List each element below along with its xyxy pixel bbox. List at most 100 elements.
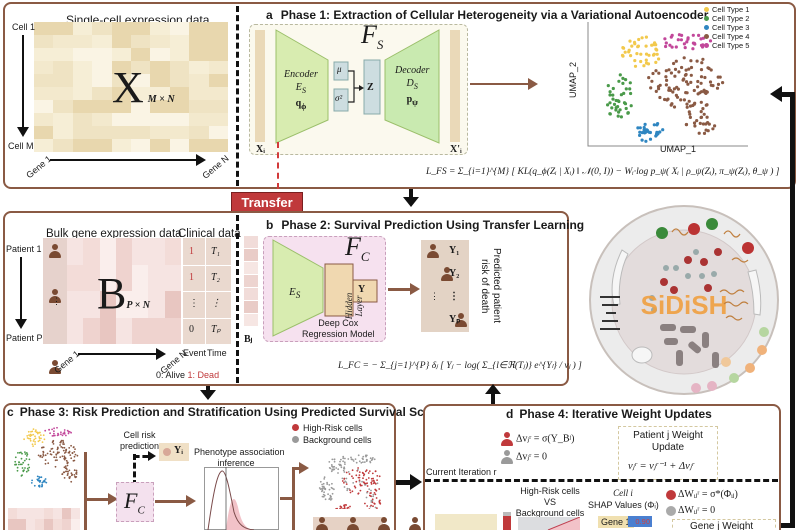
sc-cell [72, 74, 93, 87]
patient-icon [454, 313, 468, 327]
risk-umap-point [357, 454, 360, 457]
mini-umap-point [63, 471, 66, 474]
bulk-cell [67, 238, 84, 265]
umap-point [648, 137, 653, 141]
sc-cell [92, 100, 112, 113]
background-patient-icon [500, 450, 514, 464]
mini-umap-point [74, 448, 76, 450]
umap-point [617, 79, 621, 83]
deepcox-to-output-arrow [388, 288, 412, 291]
umap-legend-item: Cell Type 4 [704, 32, 749, 41]
risk-umap-point [333, 458, 336, 461]
mini-umap-point [25, 452, 28, 454]
sc-cell [189, 87, 209, 100]
risk-umap-point [357, 492, 360, 495]
umap-point [627, 50, 631, 54]
umap-point [664, 44, 668, 49]
mini-umap-point [22, 470, 25, 473]
umap-point [642, 125, 646, 130]
mini-umap-point [24, 453, 27, 455]
mini-umap-point [41, 446, 44, 449]
umap-point [624, 78, 628, 82]
risk-umap-point [340, 464, 342, 467]
yi-box: Yᵢ [159, 443, 189, 461]
risk-umap-point [365, 469, 368, 472]
mini-umap-point [52, 451, 55, 453]
umap-point [657, 57, 661, 61]
bulk-matrix-symbol: BP × N [97, 269, 151, 318]
umap-point [680, 65, 684, 70]
mini-umap-point [74, 475, 76, 478]
umap-point [616, 105, 620, 109]
mini-umap-point [71, 452, 74, 455]
risk-umap-point [354, 458, 357, 460]
umap-point [684, 91, 688, 95]
fc-symbol: FC [345, 232, 370, 265]
patient-icons: ⋮ [43, 238, 67, 374]
mini-umap-point [66, 461, 69, 464]
sc-cell [189, 126, 209, 139]
umap-point [684, 80, 689, 84]
sc-cell [150, 35, 170, 48]
time-value: T₁ [211, 246, 221, 257]
umap-point [699, 115, 703, 120]
mini-umap-point [63, 457, 66, 460]
risk-umap-point [343, 467, 345, 470]
sc-cell [169, 74, 190, 87]
predicted-risk-value: ⋮ [449, 291, 459, 302]
umap-point [673, 67, 678, 71]
umap-point [679, 38, 683, 42]
risk-umap-point [346, 489, 349, 492]
bulk-row-start: Patient 1 [6, 244, 42, 254]
bulk-cell [164, 238, 181, 265]
mini-umap-point [62, 449, 65, 452]
umap-point [699, 75, 704, 79]
umap-point [652, 52, 656, 56]
mini-umap-point [69, 454, 72, 456]
mini-bulk-cell [26, 508, 35, 519]
risk-umap-point [367, 477, 370, 479]
mini-umap-point [24, 467, 26, 469]
clinical-row-divider [183, 317, 231, 319]
umap-point [699, 68, 704, 72]
sc-cell [189, 35, 209, 48]
high-risk-dot-icon [292, 424, 299, 431]
risk-umap-point [366, 505, 369, 507]
sc-col-arrow [50, 159, 198, 161]
mini-umap-point [43, 479, 46, 482]
mini-umap-point [24, 451, 26, 453]
risk-umap-point [321, 489, 324, 492]
mini-umap-point [68, 469, 71, 472]
umap-point [633, 42, 637, 46]
sc-cell [189, 113, 209, 126]
mini-umap-point [58, 451, 60, 454]
umap-point [669, 71, 673, 75]
sc-cell [150, 139, 170, 152]
sc-row-end: Cell M [8, 141, 34, 151]
umap-point [711, 127, 715, 131]
mini-umap-point [49, 450, 52, 453]
sc-cell [111, 35, 131, 48]
umap-point [711, 84, 715, 88]
umap-point [716, 82, 721, 86]
mini-umap-point [47, 462, 50, 465]
dw-high-row: ΔWᵢⱼʳ = σ*(Φᵢⱼ) [666, 489, 738, 500]
risk-umap-point [330, 486, 333, 489]
event-value: 0 [189, 324, 194, 335]
mini-umap-point [29, 439, 32, 442]
risk-umap-point [350, 456, 352, 459]
sc-cell [130, 139, 151, 152]
mini-umap-point [53, 456, 56, 459]
risk-umap-point [343, 505, 346, 508]
umap-point [683, 46, 687, 50]
umap-point [708, 39, 713, 43]
sc-cell [111, 22, 131, 35]
risk-umap-point [371, 472, 374, 475]
sc-cell [92, 113, 112, 126]
mini-umap-point [52, 439, 55, 442]
mini-umap-point [17, 452, 19, 454]
risk-umap-point [348, 488, 351, 490]
umap-point [700, 45, 705, 49]
risk-umap-point [343, 471, 346, 473]
